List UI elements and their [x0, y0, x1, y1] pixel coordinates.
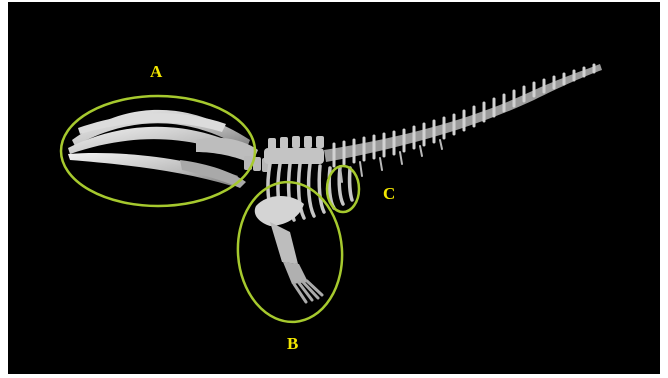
label-a: A	[150, 62, 163, 81]
skeleton-viewport: A B C	[8, 2, 660, 374]
skull-bones	[68, 110, 258, 188]
label-c: C	[383, 184, 395, 203]
tail-vertebrae	[324, 64, 602, 182]
whale-skeleton-figure: A B C	[8, 2, 660, 374]
thoracic-spine	[264, 136, 324, 164]
label-b: B	[287, 334, 298, 353]
